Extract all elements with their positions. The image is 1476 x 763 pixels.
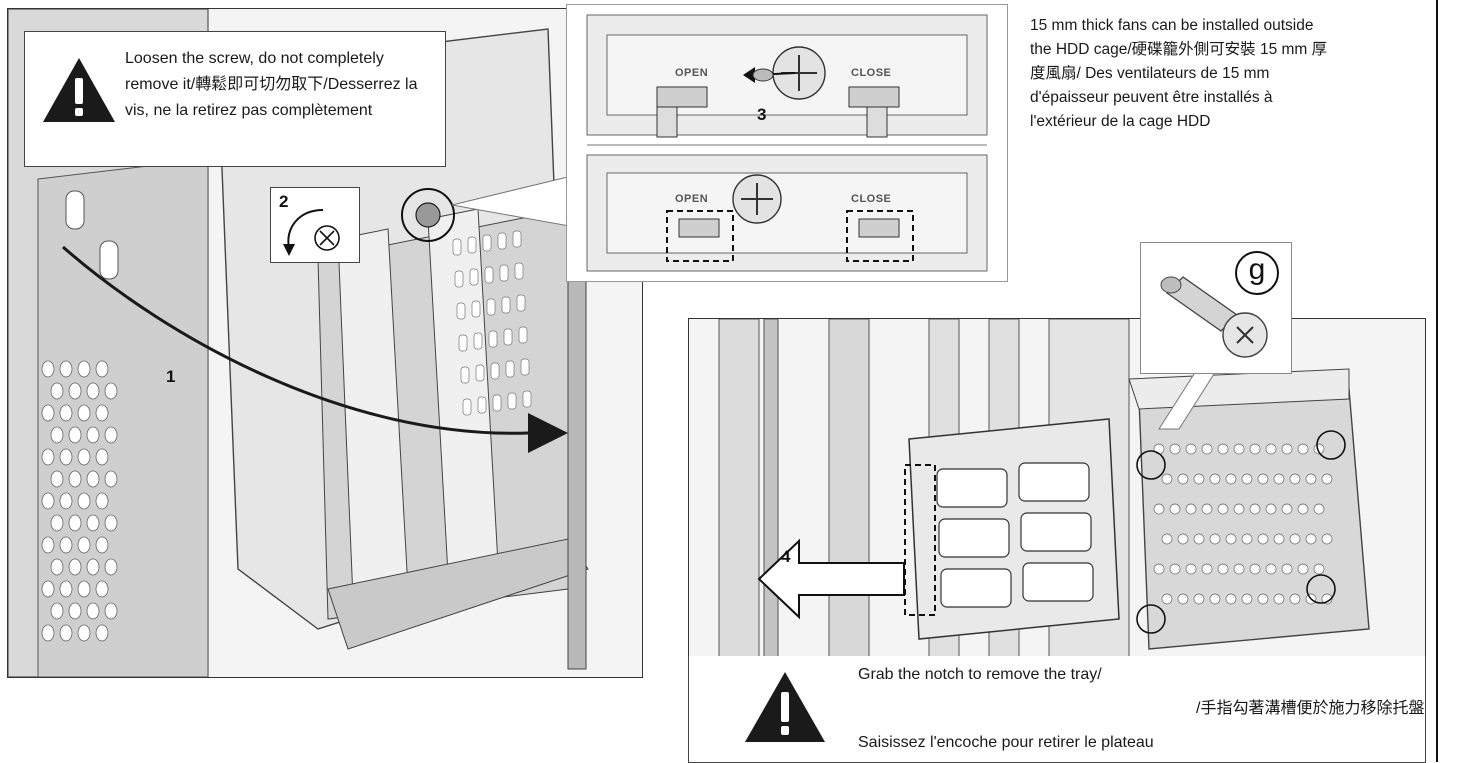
right-illustration-panel: 4 xyxy=(688,318,1426,658)
screw-rotate-callout: 2 xyxy=(270,187,360,263)
step-3-label: 3 xyxy=(757,105,767,124)
caution-callout-loosen-screw: Loosen the screw, do not completely remo… xyxy=(24,31,446,167)
fan-note-text: 15 mm thick fans can be installed outsid… xyxy=(1030,17,1328,130)
step-2-label: 2 xyxy=(279,192,289,211)
caution-text-loosen-screw: Loosen the screw, do not completely remo… xyxy=(125,50,418,119)
latch-detail-illustration xyxy=(586,14,988,272)
screw-g-callout: g xyxy=(1140,242,1292,374)
warning-icon xyxy=(43,58,115,122)
screw-g-badge xyxy=(1235,251,1279,295)
caution-text-grab-notch-fr: Saisissez l'encoche pour retirer le plat… xyxy=(858,734,1154,751)
caution-callout-grab-notch xyxy=(688,656,1426,763)
open-label-top: OPEN xyxy=(675,67,709,79)
close-label-bottom: CLOSE xyxy=(851,193,892,205)
hdd-cage-illustration xyxy=(8,9,642,677)
warning-icon xyxy=(745,672,825,742)
left-illustration-panel: Loosen the screw, do not completely remo… xyxy=(7,8,643,678)
latch-zoom-panel: OPEN CLOSE 3 OPEN CLOSE xyxy=(566,4,1008,282)
close-label-top: CLOSE xyxy=(851,67,892,79)
rotate-counterclockwise-icon xyxy=(283,209,340,256)
step-4-label: 4 xyxy=(781,547,791,566)
step-1-label: 1 xyxy=(166,367,176,386)
screw-g-label: g xyxy=(1248,253,1266,286)
screw-icon xyxy=(1160,276,1268,358)
caution-text-grab-notch-zh: /手指勾著溝槽便於施力移除托盤 xyxy=(1196,700,1425,717)
tray-removal-illustration xyxy=(718,319,1370,657)
open-label-bottom: OPEN xyxy=(675,193,709,205)
page-edge-divider xyxy=(1436,0,1438,762)
caution-text-grab-notch-en: Grab the notch to remove the tray/ xyxy=(858,666,1102,683)
